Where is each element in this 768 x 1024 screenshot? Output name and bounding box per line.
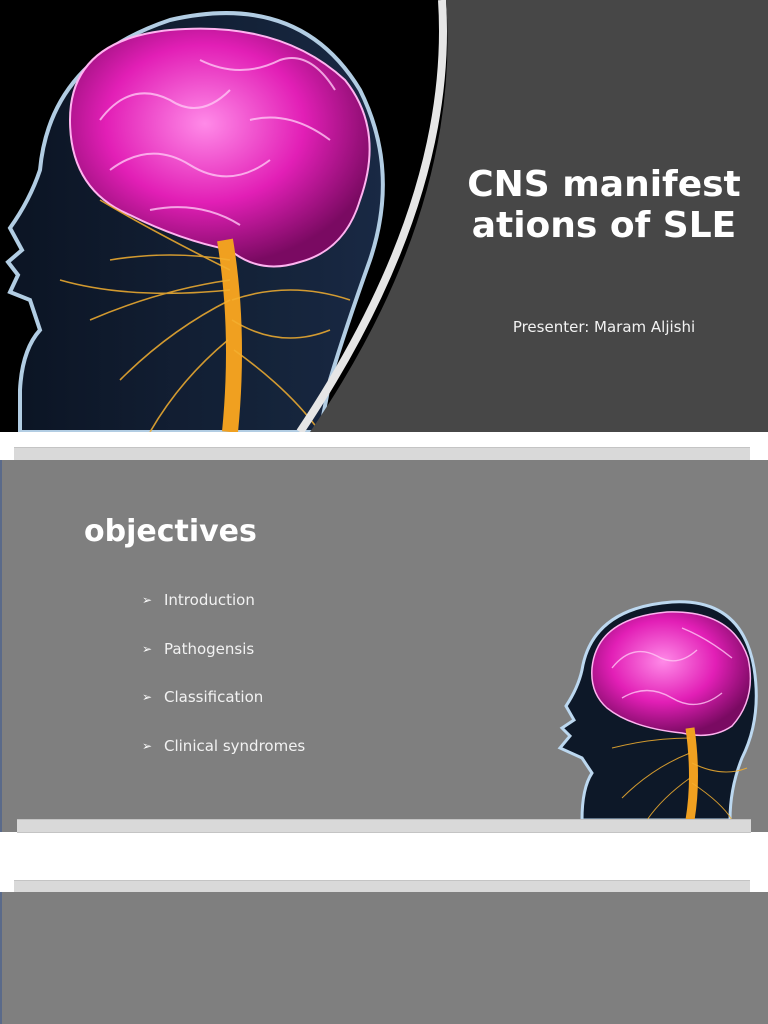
arrow-bullet-icon: ➢ [142, 641, 153, 656]
slide-edge [0, 892, 2, 1024]
slide-next [0, 892, 768, 1024]
presenter-text: Presenter: Maram Aljishi [512, 318, 696, 336]
brain-illustration-small [557, 600, 758, 820]
slide-separator-bar [14, 447, 750, 461]
slide-title: CNS manifestations of SLE Presenter: Mar… [0, 0, 768, 432]
arrow-bullet-icon: ➢ [142, 690, 153, 704]
list-item-label: Clinical syndromes [164, 736, 306, 755]
arrow-bullet-icon: ➢ [142, 593, 153, 607]
slide-heading: objectives [84, 514, 257, 549]
list-item-label: Pathogensis [164, 639, 255, 658]
list-item-label: Classification [164, 688, 264, 706]
brain-illustration [0, 0, 460, 432]
slide-separator-bar [17, 819, 751, 833]
arrow-bullet-icon: ➢ [142, 738, 153, 753]
slide-edge [0, 460, 2, 832]
slide-objectives: objectives ➢ Introduction ➢ Pathogensis … [0, 460, 768, 832]
list-item-label: Introduction [164, 591, 255, 609]
slide-title-text: CNS manifestations of SLE [467, 164, 741, 246]
